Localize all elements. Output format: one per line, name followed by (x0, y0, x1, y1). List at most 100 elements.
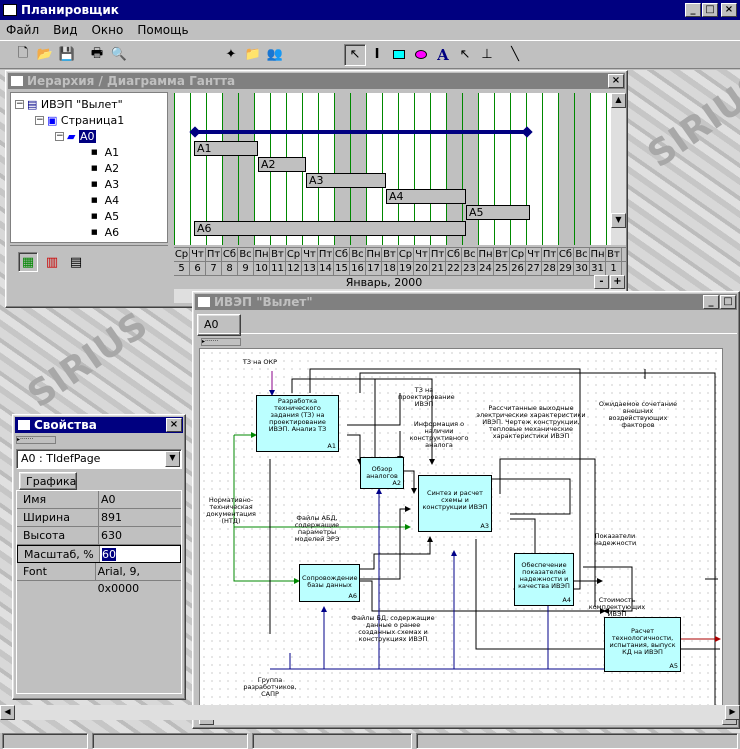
date-label: 13 (302, 262, 318, 275)
tree-node-a3[interactable]: ■ A3 (91, 177, 120, 191)
window-icon (18, 420, 30, 430)
scroll-right-arrow-icon[interactable]: ▶ (725, 705, 740, 720)
gantt-day-column (366, 93, 382, 245)
tree-node-a5[interactable]: ■ A5 (91, 209, 120, 223)
menu-help[interactable]: Помощь (137, 22, 189, 37)
day-label: Сб (558, 248, 574, 261)
zoom-in-button[interactable]: + (610, 275, 625, 289)
date-label: 1 (606, 262, 622, 275)
tab-a0[interactable]: A0 (197, 314, 241, 336)
idef0-box-a4[interactable]: Обеспечение показателей надежности и кач… (514, 553, 574, 606)
tree-node-a4[interactable]: ■ A4 (91, 193, 120, 207)
gantt-bar-a3[interactable]: A3 (306, 173, 386, 188)
scroll-up-arrow-icon[interactable]: ▲ (611, 93, 626, 108)
diagram-titlebar[interactable]: ИВЭП "Вылет" _ □ (195, 294, 737, 310)
pointer-tool-icon[interactable]: ↖ (344, 43, 366, 66)
gantt-vscroll[interactable]: ▲ ▼ (611, 93, 626, 245)
tree-node-a2[interactable]: ■ A2 (91, 161, 120, 175)
arrow-tool-icon[interactable]: ↖ (459, 47, 471, 62)
hierarchy-close-button[interactable]: × (608, 74, 624, 88)
scroll-left-arrow-icon[interactable]: ◀ (0, 705, 15, 720)
hierarchy-titlebar[interactable]: Иерархия / Диаграмма Гантта × (8, 73, 625, 89)
menu-window[interactable]: Окно (91, 22, 124, 37)
date-label: 16 (350, 262, 366, 275)
scale-input[interactable]: 60 (102, 548, 116, 561)
report-view-icon[interactable]: ▤ (69, 254, 83, 270)
page-tab-handle[interactable]: ▸······· (201, 338, 241, 346)
minimize-button[interactable]: _ (685, 3, 701, 17)
idef0-box-a5[interactable]: Расчет технологичности, испытания, выпус… (604, 617, 681, 672)
gantt-bar-a6[interactable]: A6 (194, 221, 466, 236)
app-titlebar[interactable]: Планировщик _ □ × (0, 0, 740, 20)
day-label: Сб (334, 248, 350, 261)
activity-icon: ■ (91, 196, 98, 204)
gantt-bar-a1[interactable]: A1 (194, 141, 258, 156)
day-label: Вс (238, 248, 254, 261)
properties-close-button[interactable]: × (166, 418, 182, 432)
new-page-icon[interactable]: ✦ (225, 47, 237, 62)
diagram-minimize-button[interactable]: _ (703, 295, 719, 309)
status-panel-1 (2, 733, 88, 749)
box-tool-icon[interactable] (388, 44, 410, 66)
tree-node-page[interactable]: −▣ Страница1 (35, 113, 125, 127)
date-label: 22 (446, 262, 462, 275)
open-folder-icon[interactable]: 📂 (36, 47, 54, 62)
gantt-bar-a4[interactable]: A4 (386, 189, 466, 204)
activity-icon: ■ (91, 228, 98, 236)
tree-node-a0[interactable]: −▰ A0 (55, 129, 96, 143)
gantt-bar-a5[interactable]: A5 (466, 205, 530, 220)
object-selector[interactable]: A0 : TIdefPage ▼ (16, 449, 182, 469)
view-switcher: ▦ ▥ ▤ (10, 245, 168, 275)
tree-node-a1[interactable]: ■ A1 (91, 145, 120, 159)
close-button[interactable]: × (721, 3, 737, 17)
menu-bar: Файл Вид Окно Помощь (0, 20, 740, 39)
date-label: 6 (190, 262, 206, 275)
zoom-out-button[interactable]: - (594, 275, 609, 289)
gantt-bar-a2[interactable]: A2 (258, 157, 306, 172)
day-label: Пт (542, 248, 558, 261)
users-icon[interactable]: 👥 (266, 47, 284, 62)
mdi-hscroll[interactable]: ◀ ▶ (0, 705, 740, 720)
print-icon[interactable]: 🖶 (90, 45, 104, 61)
menu-file[interactable]: Файл (6, 22, 40, 37)
text-cursor-icon[interactable]: I (374, 47, 380, 62)
new-file-icon[interactable]: 🗋 (17, 45, 29, 61)
scroll-down-arrow-icon[interactable]: ▼ (611, 213, 626, 228)
tree-node-root[interactable]: −▤ ИВЭП "Вылет" (15, 97, 123, 111)
open-page-icon[interactable]: 📁 (244, 47, 262, 62)
properties-titlebar[interactable]: Свойства × (15, 417, 183, 433)
gantt-view-icon[interactable]: ▦ (18, 252, 38, 272)
day-label: Сб (222, 248, 238, 261)
text-tool-icon[interactable]: A (437, 45, 449, 64)
idef0-box-a3[interactable]: Синтез и расчет схемы и конструкции ИВЭП… (418, 475, 492, 532)
prop-row-scale[interactable]: Масштаб, %60 (17, 545, 181, 563)
maximize-button[interactable]: □ (702, 3, 718, 17)
diagram-maximize-button[interactable]: □ (720, 295, 736, 309)
props-tab-handle[interactable]: ▸······· (16, 436, 56, 444)
menu-view[interactable]: Вид (53, 22, 78, 37)
line-tool-icon[interactable]: ╲ (511, 47, 519, 62)
tab-graphics[interactable]: Графика (19, 472, 77, 490)
date-label: 18 (382, 262, 398, 275)
idef0-canvas[interactable]: Разработка технического задания (ТЗ) на … (199, 348, 723, 708)
dropdown-arrow-icon[interactable]: ▼ (165, 451, 180, 467)
day-label: Ср (510, 248, 526, 261)
connector-tool-icon[interactable]: ⊥ (481, 47, 493, 62)
tree-node-a6[interactable]: ■ A6 (91, 225, 120, 239)
tree-view: −▤ ИВЭП "Вылет" −▣ Страница1 −▰ A0 ■ A1 … (10, 92, 168, 243)
chart-view-icon[interactable]: ▥ (45, 254, 59, 270)
print-preview-icon[interactable]: 🔍 (110, 47, 128, 62)
save-icon[interactable]: 💾 (58, 47, 76, 62)
label-abd-files: Файлы АБД, содержащие параметры моделей … (294, 514, 340, 543)
ellipse-tool-icon[interactable] (410, 44, 432, 66)
idef0-box-a1[interactable]: Разработка технического задания (ТЗ) на … (256, 395, 339, 452)
